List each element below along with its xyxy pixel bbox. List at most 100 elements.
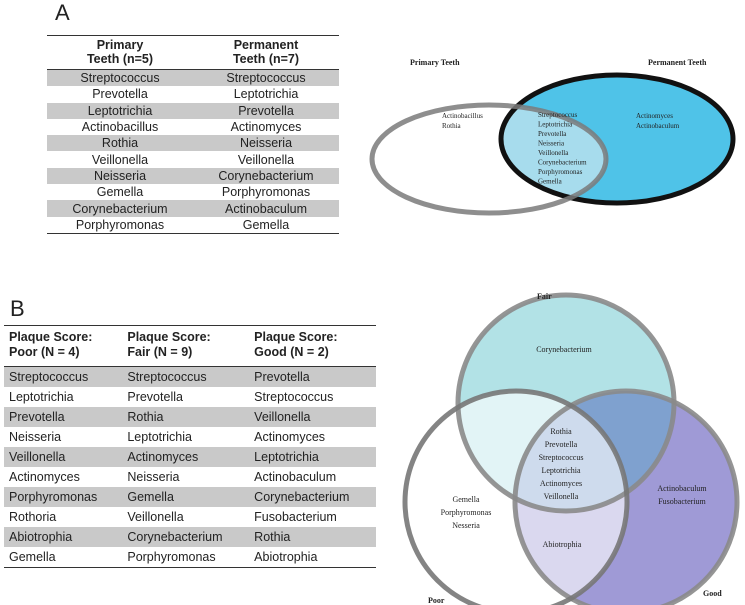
- table-cell: Porphyromonas: [4, 487, 123, 507]
- table-cell: Actinobaculum: [254, 470, 337, 484]
- table-cell: Veillonella: [91, 152, 149, 167]
- venn-b-center-list: RothiaPrevotellaStreptococcusLeptotrichi…: [539, 427, 584, 501]
- venn-item: Leptotrichia: [541, 466, 581, 475]
- table-cell: Prevotella: [4, 407, 123, 427]
- venn-item: Porphyromonas: [538, 168, 583, 176]
- venn-item: Neisseria: [538, 140, 565, 148]
- table-cell: Neisseria: [9, 430, 62, 444]
- venn-item: Actinomyces: [636, 112, 673, 120]
- table-cell: Veillonella: [249, 407, 376, 427]
- panel-b-table: Plaque Score:Poor (N = 4) Plaque Score:F…: [4, 325, 376, 568]
- table-cell: Corynebacterium: [249, 487, 376, 507]
- venn-item: Streptococcus: [539, 453, 584, 462]
- table-cell: Gemella: [96, 185, 144, 200]
- table-cell: Rothia: [47, 135, 193, 152]
- venn-item: Actinobacillus: [442, 112, 483, 120]
- venn-item: Actinobaculum: [657, 484, 707, 493]
- venn-item: Prevotella: [545, 440, 578, 449]
- panel-b-header-poor: Plaque Score:Poor (N = 4): [4, 325, 123, 367]
- table-cell: Prevotella: [193, 102, 339, 119]
- header-line: Plaque Score:: [9, 330, 93, 344]
- table-row: Actinobacillus Actinomyces: [47, 119, 339, 135]
- table-cell: Actinobacillus: [81, 120, 159, 135]
- table-cell: Leptotrichia: [249, 447, 376, 467]
- table-cell: Actinomyces: [254, 430, 326, 444]
- venn-item: Corynebacterium: [538, 159, 587, 167]
- panel-b-letter: B: [10, 296, 25, 321]
- venn-b-fair-only-list: Corynebacterium: [536, 345, 592, 354]
- table-cell: Gemella: [4, 547, 123, 568]
- venn-b-poor-good-list: Abiotrophia: [543, 540, 582, 549]
- table-cell: Gemella: [122, 487, 250, 507]
- table-cell: Prevotella: [92, 87, 148, 102]
- table-cell: Prevotella: [127, 390, 183, 404]
- table-cell: Streptococcus: [193, 69, 339, 87]
- venn-b-label-good: Good: [703, 589, 722, 598]
- panel-a-letter: A: [55, 0, 70, 25]
- table-row: Actinomyces Neisseria Actinobaculum: [4, 467, 376, 487]
- header-line: Good (N = 2): [254, 345, 329, 359]
- header-line: Primary: [96, 38, 144, 52]
- venn-a-label-primary: Primary Teeth: [410, 58, 460, 67]
- table-cell: Rothia: [122, 407, 250, 427]
- table-cell: Porphyromonas: [47, 216, 193, 234]
- table-cell: Streptococcus: [122, 366, 250, 387]
- venn-item: Leptotrichia: [538, 121, 573, 129]
- header-line: Permanent: [233, 38, 299, 52]
- venn-item: Rothia: [442, 122, 462, 130]
- table-cell: Veillonella: [127, 510, 184, 524]
- venn-item: Streptococcus: [538, 111, 578, 119]
- table-cell: Gemella: [193, 216, 339, 234]
- table-cell: Neisseria: [193, 135, 339, 152]
- table-cell: Porphyromonas: [122, 547, 250, 568]
- venn-item: Corynebacterium: [536, 345, 592, 354]
- table-cell: Veillonella: [237, 152, 295, 167]
- venn-b-label-poor: Poor: [428, 596, 445, 605]
- table-cell: Leptotrichia: [233, 87, 299, 102]
- venn-item: Prevotella: [538, 130, 567, 138]
- table-cell: Prevotella: [249, 366, 376, 387]
- panel-b-header-fair: Plaque Score:Fair (N = 9): [122, 325, 250, 367]
- header-line: Plaque Score:: [254, 330, 338, 344]
- venn-item: Fusobacterium: [658, 497, 706, 506]
- venn-item: Porphyromonas: [441, 508, 492, 517]
- venn-item: Actinobaculum: [636, 122, 680, 130]
- venn-item: Veillonella: [538, 149, 569, 157]
- table-cell: Streptococcus: [47, 69, 193, 87]
- venn-item: Veillonella: [544, 492, 579, 501]
- venn-a-label-permanent: Permanent Teeth: [648, 58, 707, 67]
- venn-b-poor-outline: [402, 388, 630, 605]
- header-line: Plaque Score:: [127, 330, 211, 344]
- table-cell: Abiotrophia: [249, 547, 376, 568]
- table-cell: Neisseria: [47, 167, 193, 185]
- table-cell: Rothoria: [9, 510, 57, 524]
- table-cell: Corynebacterium: [47, 200, 193, 217]
- panel-b-header-row: Plaque Score:Poor (N = 4) Plaque Score:F…: [4, 325, 376, 367]
- venn-item: Actinomyces: [540, 479, 582, 488]
- table-cell: Streptococcus: [254, 390, 334, 404]
- venn-b-label-fair: Fair: [537, 292, 552, 301]
- table-cell: Actinomyces: [230, 120, 302, 135]
- table-cell: Fusobacterium: [254, 510, 337, 524]
- venn-item: Gemella: [452, 495, 480, 504]
- table-cell: Actinomyces: [9, 470, 80, 484]
- table-cell: Neisseria: [127, 470, 180, 484]
